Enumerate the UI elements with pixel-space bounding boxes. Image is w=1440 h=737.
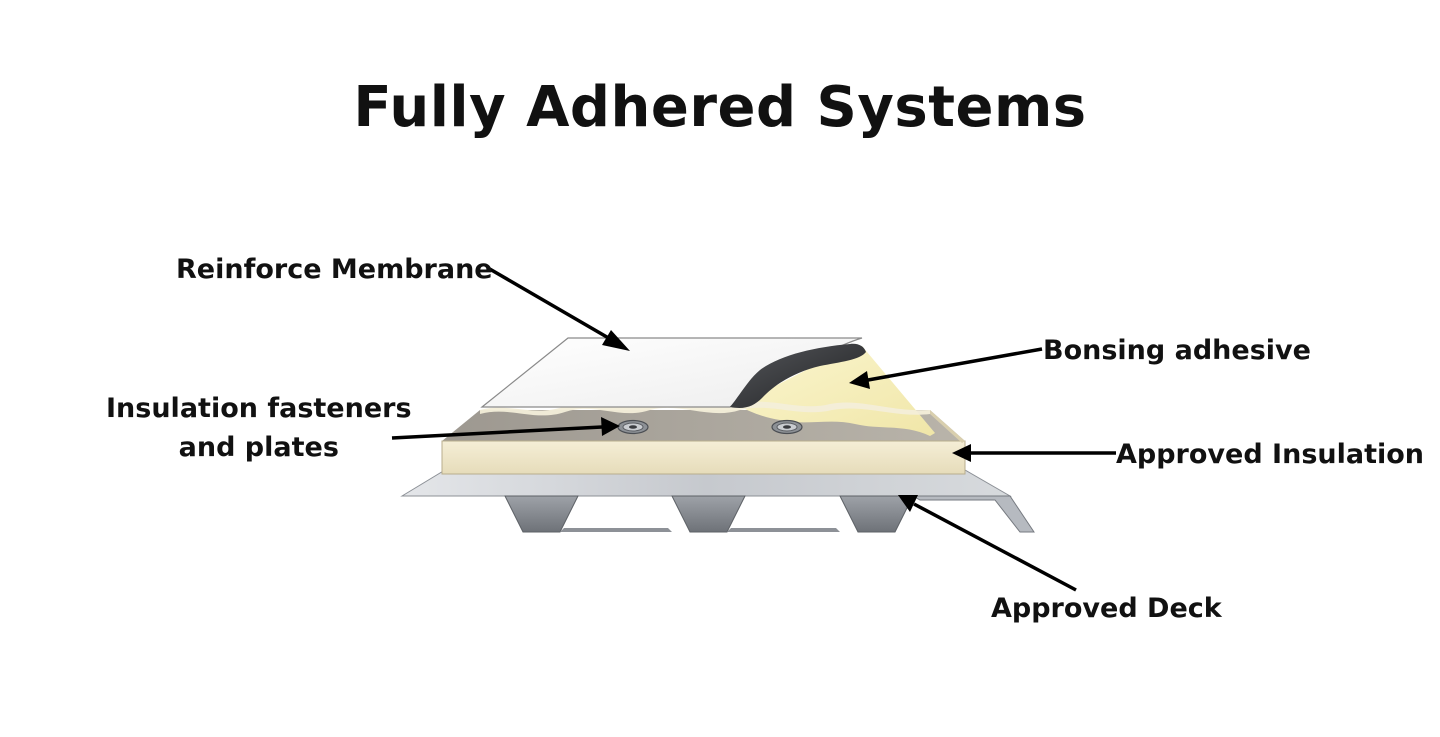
label-reinforce-membrane: Reinforce Membrane: [176, 254, 493, 285]
arrow-fasteners: [391, 425, 603, 440]
leader-arrows: [391, 266, 1116, 592]
deck-rib: [671, 495, 746, 533]
label-insulation-fasteners: Insulation fasteners and plates: [106, 389, 412, 467]
arrow-membrane: [487, 266, 613, 342]
label-bonding-adhesive: Bonsing adhesive: [1043, 335, 1311, 366]
arrow-adhesive-head: [849, 371, 870, 389]
deck-rib: [504, 495, 579, 533]
arrow-membrane-head: [602, 330, 630, 351]
deck-flange: [727, 528, 840, 532]
arrow-deck-head: [898, 495, 918, 512]
insulation-board: [441, 410, 966, 475]
arrow-fasteners-head: [601, 417, 620, 436]
label-fasteners-line1: Insulation fasteners: [106, 393, 412, 424]
deck-flange: [560, 528, 672, 532]
adhesive-layer: [735, 346, 935, 436]
arrow-adhesive: [867, 347, 1043, 382]
label-fasteners-line2: and plates: [178, 432, 339, 464]
label-approved-deck: Approved Deck: [991, 593, 1222, 624]
metal-deck: [400, 469, 1035, 533]
fastener-plate: [617, 419, 649, 435]
deck-rib: [839, 495, 914, 533]
page-title: Fully Adhered Systems: [353, 75, 1087, 140]
arrow-insulation-head: [952, 444, 971, 462]
membrane-sheet: [480, 337, 866, 408]
arrow-deck: [913, 502, 1077, 592]
label-approved-insulation: Approved Insulation: [1116, 439, 1425, 470]
insulation-side-face: [930, 410, 965, 443]
insulation-front-face: [441, 440, 966, 475]
deck-edge: [911, 495, 1035, 533]
fastener-plate: [771, 419, 803, 435]
membrane-curl-underside: [730, 343, 866, 408]
